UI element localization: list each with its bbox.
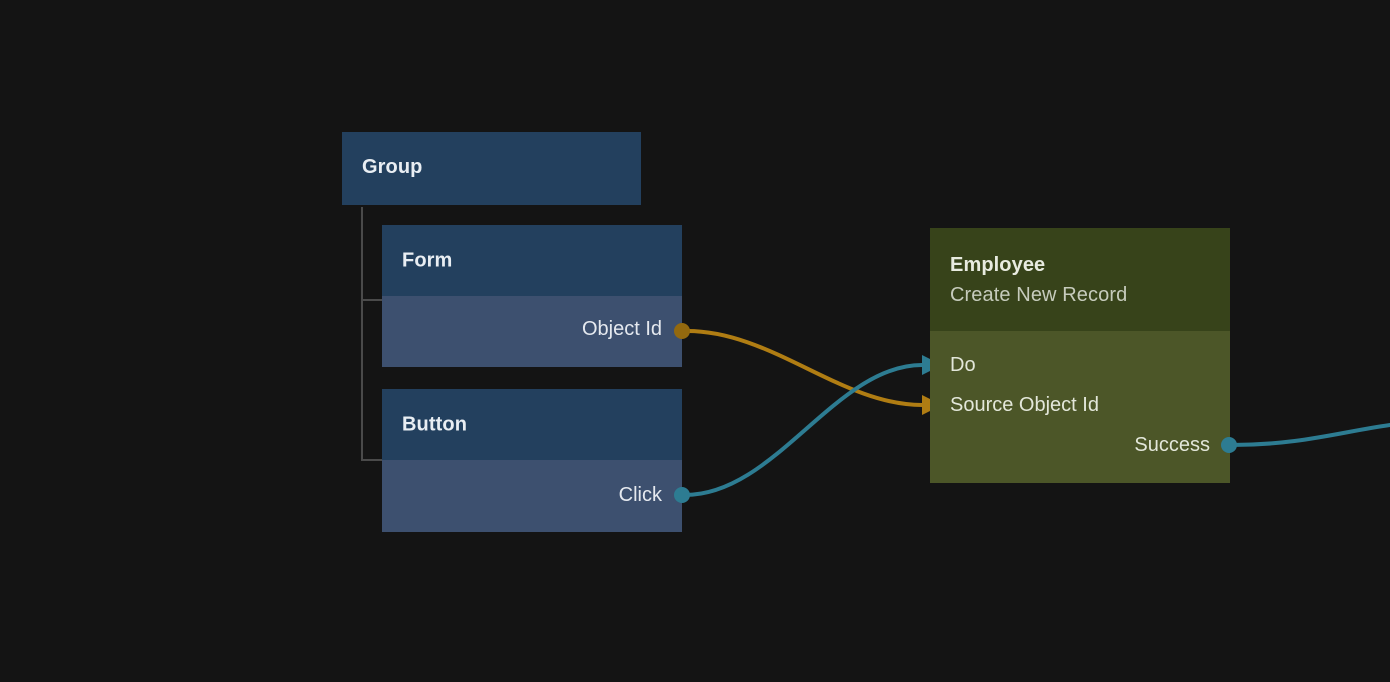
node-group-title: Group [362,156,423,178]
port-dot-object-id[interactable] [674,323,690,339]
node-form-body: Object Id [382,296,682,367]
port-form-object-id-label[interactable]: Object Id [581,318,662,340]
node-button-header[interactable]: Button [382,389,682,460]
node-form-header[interactable]: Form [382,225,682,296]
node-employee-title: Employee [950,254,1046,276]
tree-connector-stub-form [361,299,382,301]
tree-connector-vertical [361,207,363,461]
port-dot-success[interactable] [1221,437,1237,453]
node-form-title: Form [402,249,453,271]
edge-success-outgoing [1229,423,1390,447]
tree-connector-stub-button [361,459,382,461]
node-group[interactable]: Group [342,132,641,205]
node-form[interactable]: Form Object Id [382,225,682,367]
node-employee[interactable]: Employee Create New Record Do Source Obj… [930,228,1230,483]
node-button-title: Button [402,413,468,435]
port-button-click-label[interactable]: Click [618,484,662,506]
edge-click-to-do [682,363,924,498]
edge-objectid-to-sourceobjectid [682,328,924,407]
node-employee-subtitle: Create New Record [950,284,1128,306]
node-button[interactable]: Button Click [382,389,682,532]
port-employee-success-label[interactable]: Success [1134,434,1210,456]
port-employee-do-label[interactable]: Do [950,354,976,376]
node-employee-header[interactable]: Employee Create New Record [930,228,1230,331]
port-dot-click[interactable] [674,487,690,503]
port-employee-source-object-id-label[interactable]: Source Object Id [950,394,1099,416]
node-button-body: Click [382,460,682,532]
node-employee-body: Do Source Object Id Success [930,331,1230,483]
